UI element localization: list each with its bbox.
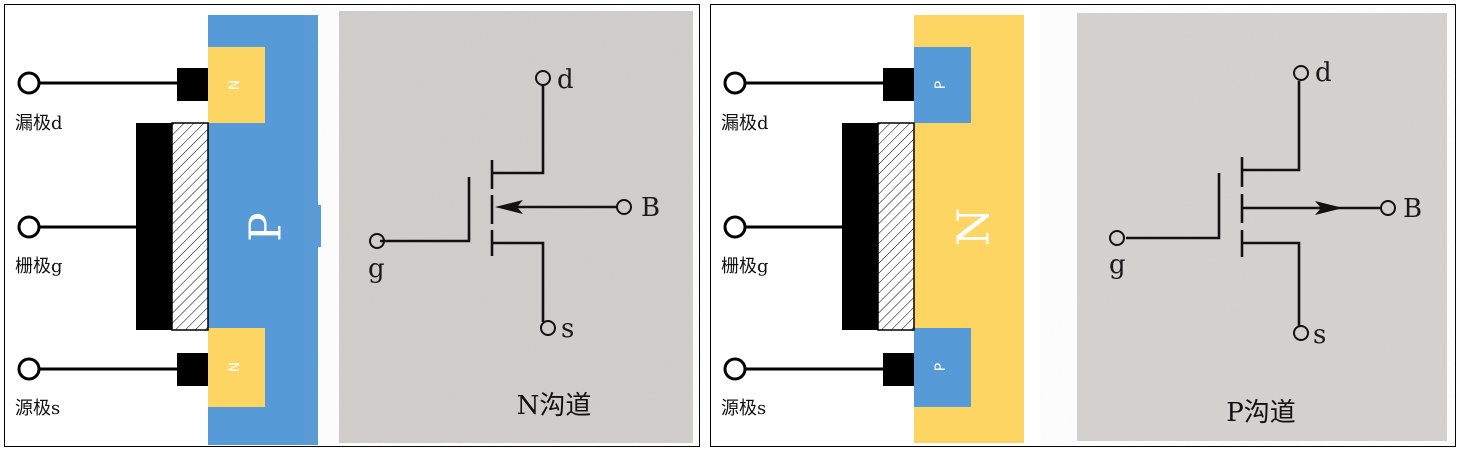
drain-terminal: [723, 71, 747, 95]
p-channel-panel: N P P 漏极d 栅极g 源极s: [710, 4, 1456, 447]
source-label: 源极s: [721, 398, 766, 419]
drain-region-label: P: [933, 81, 949, 89]
source-terminal: [17, 357, 41, 381]
source-contact: [177, 353, 208, 386]
photo-grain: [1077, 13, 1447, 441]
symbol-g-label: g: [368, 254, 385, 284]
n-mosfet-symbol-photo: d B g s N沟道: [339, 11, 693, 443]
source-region: [208, 328, 265, 407]
n-channel-diagram: P N N 漏极d 栅极g 源极s: [15, 11, 693, 445]
body-arrow-outward: [1315, 201, 1343, 215]
caption: P沟道: [1226, 398, 1296, 428]
body-pin: [616, 199, 632, 215]
symbol-s-label: s: [561, 314, 574, 344]
n-channel-panel: P N N 漏极d 栅极g 源极s: [4, 4, 700, 447]
n-mosfet-structure: P N N 漏极d 栅极g 源极s: [15, 15, 321, 445]
body-arrow-inward: [495, 200, 523, 214]
gate-oxide-layer: [877, 122, 915, 331]
drain-pin: [535, 70, 551, 86]
p-substrate-edge-notch: [316, 205, 321, 247]
symbol-s-label: s: [1313, 320, 1326, 350]
symbol-d-label: d: [1315, 58, 1332, 88]
gate-pin: [1109, 230, 1125, 246]
gate-electrode: [842, 123, 878, 330]
p-mosfet-structure: N P P 漏极d 栅极g 源极s: [721, 15, 1024, 443]
substrate-letter: P: [241, 212, 292, 242]
source-lead: [1242, 241, 1301, 326]
source-terminal: [723, 357, 747, 381]
source-region-label: P: [933, 363, 949, 371]
body-pin: [1380, 200, 1396, 216]
source-contact: [883, 353, 914, 386]
source-region-label: N: [227, 362, 243, 372]
gate-oxide-layer: [171, 122, 209, 331]
symbol-b-label: B: [1403, 194, 1422, 224]
drain-region: [914, 47, 971, 123]
p-channel-diagram: N P P 漏极d 栅极g 源极s: [721, 13, 1447, 443]
gate-lead: [1126, 173, 1221, 240]
source-pin: [540, 320, 556, 336]
gate-terminal: [17, 215, 41, 239]
source-region: [914, 328, 971, 407]
gate-pin: [369, 233, 385, 249]
source-label: 源极s: [15, 398, 60, 419]
symbol-d-label: d: [557, 65, 574, 95]
drain-label: 漏极d: [721, 113, 769, 134]
symbol-b-label: B: [641, 193, 660, 223]
source-pin: [1293, 325, 1309, 341]
photo-grain: [339, 11, 693, 443]
source-lead: [492, 241, 545, 322]
caption: N沟道: [517, 391, 592, 421]
drain-terminal: [17, 71, 41, 95]
drain-contact: [883, 68, 914, 101]
gate-label: 栅极g: [15, 256, 63, 277]
substrate-letter: N: [949, 208, 1000, 247]
drain-contact: [177, 68, 208, 101]
gate-terminal: [723, 215, 747, 239]
p-mosfet-symbol-photo: d B g s P沟道: [1077, 13, 1447, 441]
drain-label: 漏极d: [15, 113, 63, 134]
drain-lead: [492, 85, 545, 175]
symbol-g-label: g: [1109, 250, 1126, 280]
drain-lead: [1242, 81, 1301, 172]
drain-region: [208, 47, 265, 123]
gate-electrode: [136, 123, 172, 330]
drain-region-label: N: [227, 80, 243, 90]
drain-pin: [1293, 65, 1309, 81]
gate-lead: [380, 177, 471, 243]
gate-label: 栅极g: [721, 256, 769, 277]
